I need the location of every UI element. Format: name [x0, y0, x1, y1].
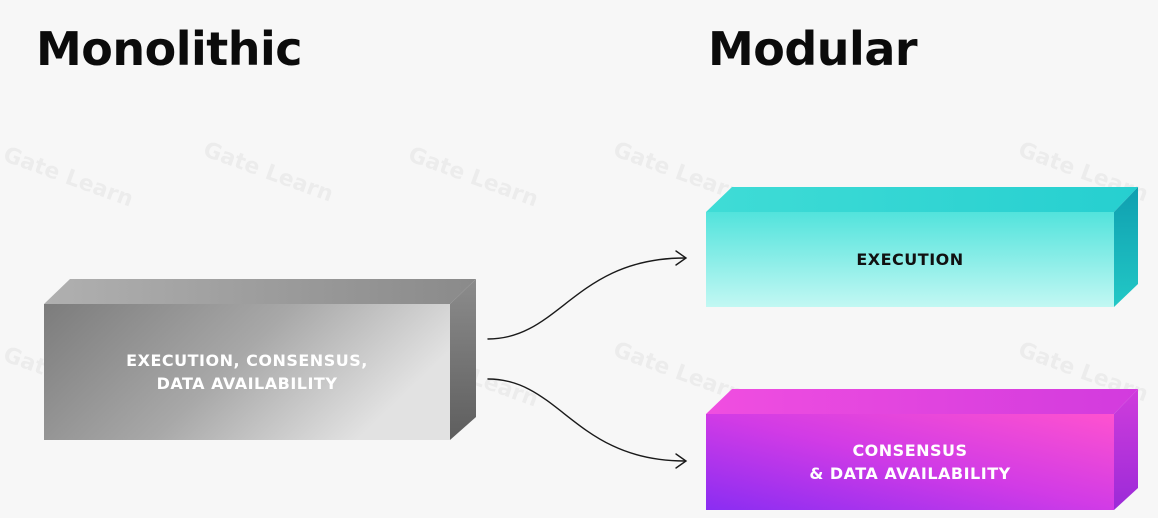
monolithic-box-label: EXECUTION, CONSENSUS, DATA AVAILABILITY: [44, 304, 450, 440]
consensus-label-line1: CONSENSUS: [852, 440, 968, 460]
monolithic-box-side: [450, 279, 476, 440]
consensus-box: [706, 389, 1138, 510]
consensus-box-front: [706, 414, 1114, 510]
monolithic-box: [44, 279, 476, 440]
arrow-to-execution: [487, 250, 688, 340]
consensus-label-line2: & DATA AVAILABILITY: [809, 464, 1011, 483]
execution-box-label: EXECUTION: [706, 212, 1114, 307]
monolithic-box-front: [44, 304, 450, 440]
monolithic-box-top: [44, 279, 476, 304]
consensus-box-label: CONSENSUS & DATA AVAILABILITY: [706, 414, 1114, 510]
execution-box-side: [1114, 187, 1138, 307]
execution-box-top: [706, 187, 1138, 212]
monolithic-heading: Monolithic: [36, 22, 303, 76]
modular-heading: Modular: [708, 22, 918, 76]
execution-box-front: [706, 212, 1114, 307]
arrow-to-consensus: [487, 378, 688, 469]
execution-box: [706, 187, 1138, 307]
execution-label: EXECUTION: [856, 249, 964, 269]
consensus-box-side: [1114, 389, 1138, 510]
monolithic-label-line1: EXECUTION, CONSENSUS,: [126, 350, 368, 370]
monolithic-label-line2: DATA AVAILABILITY: [156, 374, 338, 393]
consensus-box-top: [706, 389, 1138, 414]
